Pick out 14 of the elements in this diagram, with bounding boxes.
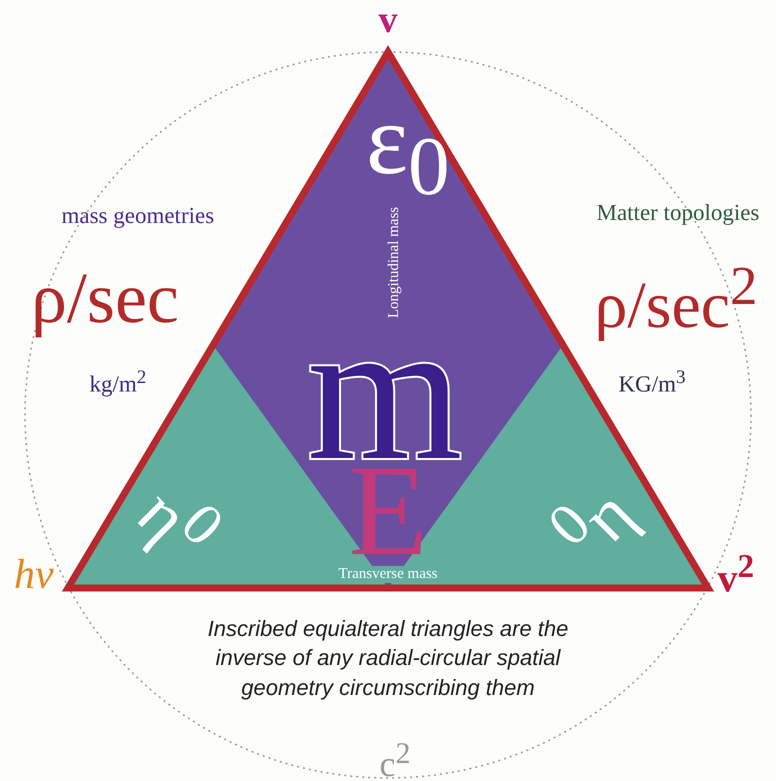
vertex-label: c$^{2}$ <box>380 738 410 781</box>
large-letter: E <box>348 463 428 560</box>
vertex-label: v <box>378 1 398 39</box>
formula: ε$_{0}$ <box>366 95 450 205</box>
formula: ρ/sec$^{2}$ <box>594 258 758 338</box>
unit-label: KG/m$^{3}$ <box>618 368 686 396</box>
region-label: mass geometries <box>62 204 214 226</box>
axis-label: Longitudinal mass <box>386 206 402 318</box>
vertex-label: v$^{2}$ <box>718 550 754 598</box>
unit-label: kg/m$^{2}$ <box>90 368 146 396</box>
large-letter: m <box>307 322 463 462</box>
region-label: Matter topologies <box>596 200 760 224</box>
caption-text: Inscribed equialteral triangles are the inverse of any radial-circular spatial geometry circumscribing them <box>206 614 570 702</box>
vertex-label: hν <box>14 554 54 596</box>
